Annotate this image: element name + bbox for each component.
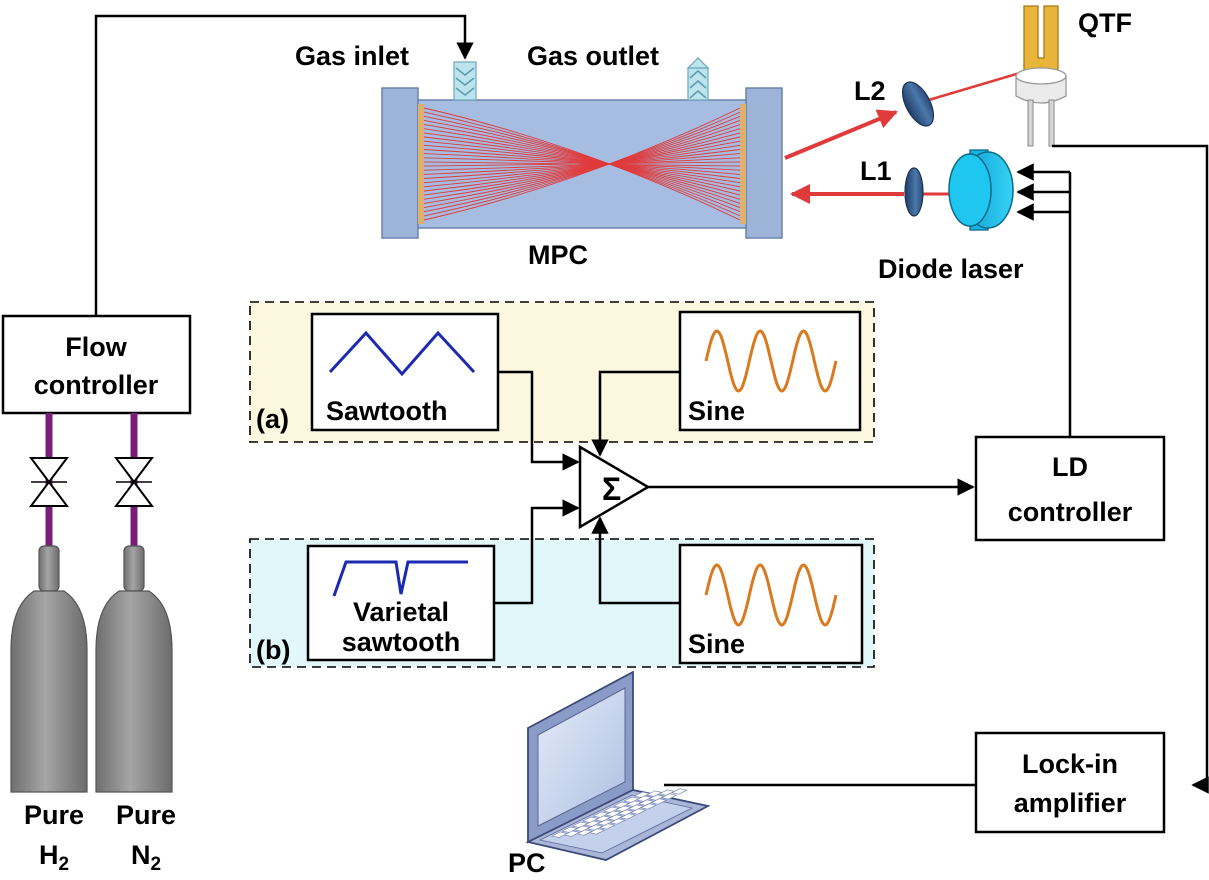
pc-label: PC [508,848,546,878]
beam-path [423,128,741,200]
sine-label-a: Sine [688,396,745,426]
flow-controller-box [1,314,192,415]
gas-outlet-label: Gas outlet [527,41,659,71]
sine-wave-icon-b [704,563,838,627]
varietal-sawtooth-icon [332,560,468,597]
beam-path [423,144,741,184]
beam-path [423,149,741,179]
beam-path [423,153,741,175]
summer-triangle [578,444,651,530]
keyboard-key [629,808,647,815]
sine-box-b [678,543,864,665]
lockin-label-1: Lock-in [1022,749,1118,779]
h2-cylinder-icon [10,545,88,793]
flow-controller-label-1: Flow [65,332,127,362]
lockin-amplifier-box [974,731,1166,834]
beam-path [423,128,741,200]
beam-path [423,119,741,209]
gas-inlet-fitting [453,61,477,101]
n2-cylinder-icon [95,545,173,793]
h2-pure-label: Pure [24,800,84,830]
wire-sine-b-to-summer [591,516,680,605]
beam-path [423,136,741,192]
beam-path [423,107,741,221]
beam-path [423,115,741,213]
l2-label: L2 [854,76,886,106]
sine-wave-icon-a [704,329,838,393]
keyboard-key [671,788,688,795]
beam-path [423,149,741,179]
panel-b-label: (b) [256,635,290,665]
n2-valve-icon [114,457,154,507]
lens-l2 [901,81,935,127]
gas-feed-line [94,14,474,316]
varietal-sawtooth-box [306,544,496,662]
lens-l1 [904,167,924,217]
sawtooth-label: Sawtooth [326,396,448,426]
mpc-cell [381,87,783,239]
varietal-label-2: sawtooth [342,627,461,657]
qtf-label: QTF [1078,8,1132,38]
n2-pure-label: Pure [116,800,176,830]
beam-path [423,111,741,217]
wire-qtf-to-lockin [1052,144,1209,794]
varietal-label-1: Varietal [353,597,449,627]
beam-path [423,140,741,188]
beam-path [423,124,741,204]
keyboard-key [650,798,668,805]
triangle-wave-icon [328,330,476,377]
n2-formula-label: N2 [131,840,161,875]
beam-path [423,132,741,196]
ld-controller-label-2: controller [1008,497,1133,527]
diode-laser-label: Diode laser [878,254,1024,284]
diode-laser-icon [948,149,1014,231]
beam-path [423,115,741,213]
sine-label-b: Sine [688,629,745,659]
keyboard-key [598,823,616,830]
keyboard-key [588,828,606,835]
keyboard-key [609,818,626,825]
mpc-label: MPC [528,240,588,270]
beam-path [423,132,741,196]
ld-controller-label-1: LD [1052,452,1088,482]
beam-path [423,157,741,171]
sine-box-a [678,310,862,432]
summer-label: Σ [602,471,621,507]
laptop-keyboard [551,788,688,838]
beam-path [423,144,741,184]
beam-path [423,107,741,221]
beam-path [423,153,741,175]
lockin-label-2: amplifier [1014,788,1127,818]
flow-controller-label-2: controller [34,370,159,400]
qtf-icon [1015,5,1067,147]
beam-path [423,136,741,192]
wire-varietal-to-summer [494,499,580,605]
h2-valve-icon [29,457,69,507]
keyboard-key [640,803,657,810]
h2-formula-label: H2 [39,840,69,875]
wire-sawtooth-to-summer [498,370,580,471]
beam-path [423,161,741,167]
beam-to-l2 [784,109,898,160]
ld-controller-box [974,435,1166,542]
panel-a-label: (a) [256,404,289,434]
l1-label: L1 [860,156,892,186]
gas-inlet-label: Gas inlet [295,41,409,71]
beam-path [423,119,741,209]
keyboard-key [660,793,678,800]
beam-path [423,140,741,188]
keyboard-key [619,813,637,820]
gas-outlet-fitting [686,57,710,101]
beam-path [423,124,741,204]
laptop-icon [525,670,711,861]
multipass-beams [423,107,741,221]
beam-path [423,157,741,171]
wire-sine-a-to-summer [591,370,680,457]
beam-path [423,111,741,217]
